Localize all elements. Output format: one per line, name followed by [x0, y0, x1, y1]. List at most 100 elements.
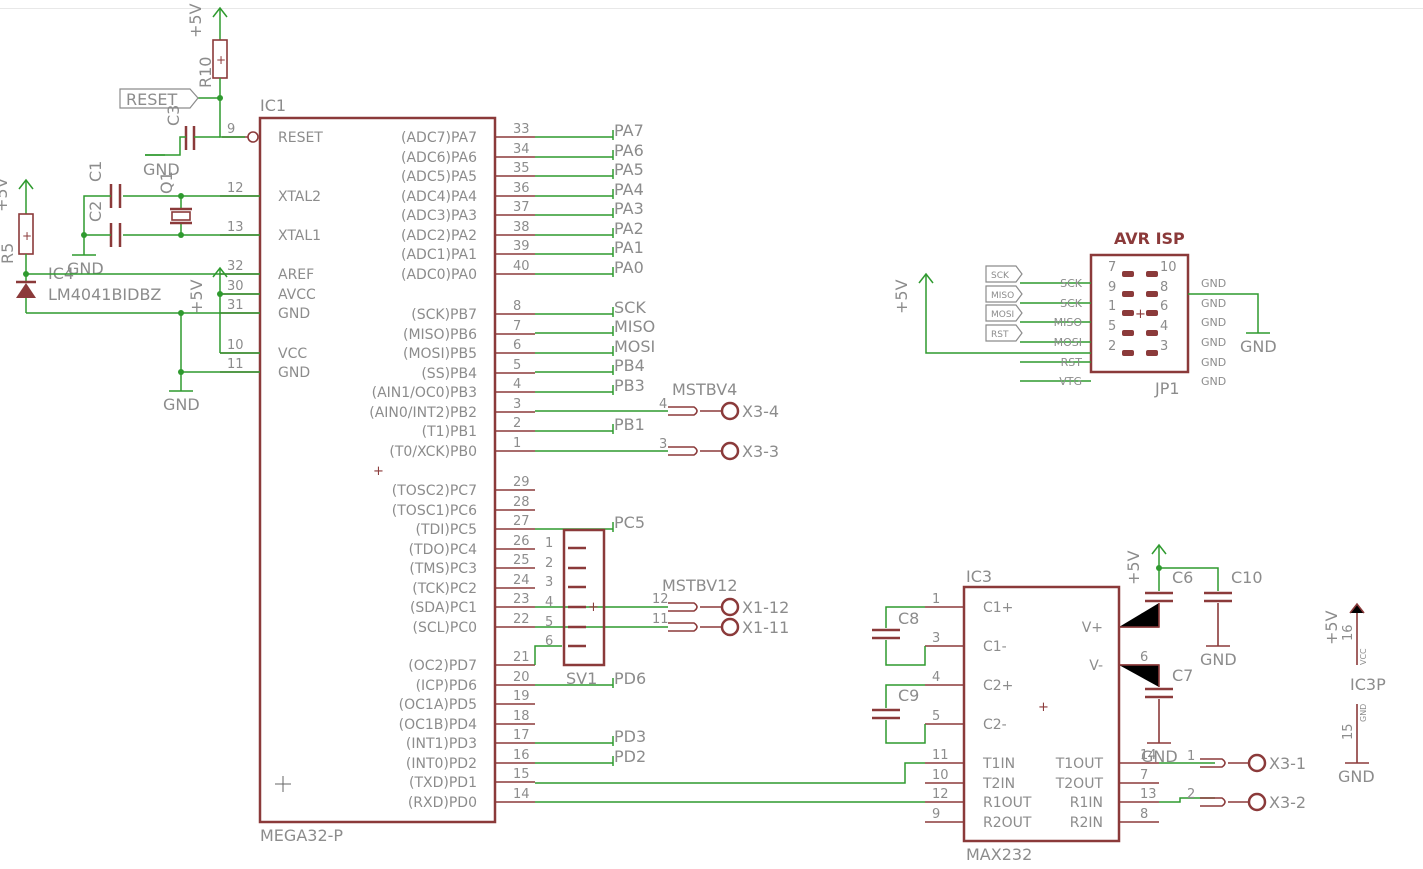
- label-x3-3: X3-3: [742, 442, 779, 461]
- c10-gnd-label: GND: [1200, 650, 1237, 669]
- ic1-symbol[interactable]: IC1 MEGA32-P + 9RESET12XTAL213XTAL132ARE…: [220, 96, 535, 845]
- ic3-body: [962, 585, 1121, 843]
- net-pa2: PA2: [614, 219, 644, 238]
- isp-pad-right: [1146, 330, 1158, 336]
- reset-net-label: RESET: [126, 90, 177, 109]
- ic1-pin-number: 11: [227, 357, 244, 372]
- isp-pad-left: [1122, 271, 1134, 277]
- mstbv12-terminal[interactable]: MSTBV12 12 X1-12 11 X1-11: [652, 576, 789, 637]
- ic1-pin-number: 15: [513, 767, 530, 782]
- x3-rs232-terminal[interactable]: 1 X3-1 2 X3-2: [1159, 749, 1306, 812]
- ic1-pin-number: 17: [513, 728, 530, 743]
- ic1-pin-number: 5: [513, 358, 521, 373]
- isp-pin-right-number: 3: [1160, 339, 1168, 354]
- terminal-x3-3[interactable]: [720, 441, 740, 461]
- mstbv4-pin-3-contact: [668, 446, 698, 456]
- ic1-pin-function: VCC: [278, 346, 307, 362]
- net-pa4: PA4: [614, 180, 644, 199]
- ic3-pin-number: 8: [1140, 807, 1148, 822]
- ic1-pin-number: 34: [513, 142, 530, 157]
- sv1-pin-number: 1: [545, 536, 553, 551]
- jp1-body: [1089, 253, 1190, 374]
- reference-circuit[interactable]: +5V + R5 IC4 LM4041BIDBZ GND +5V: [0, 177, 260, 414]
- ic1-pin-number: 29: [513, 475, 530, 490]
- ic1-pin-function: (T1)PB1: [422, 424, 477, 440]
- isp-net-tag-label: SCK: [991, 271, 1010, 281]
- reset-net-label-box: [119, 88, 199, 109]
- crystal-circuit[interactable]: Q1 C1 C2 GND: [67, 161, 260, 278]
- terminal-x3-4[interactable]: [720, 401, 740, 421]
- net-pa1: PA1: [614, 238, 644, 257]
- isp-pin-left-number: 1: [1108, 299, 1116, 314]
- ic1-pin-function: (AIN0/INT2)PB2: [369, 405, 477, 421]
- ic1-pin-number: 33: [513, 122, 530, 137]
- ic3-pin-function: R2OUT: [983, 815, 1032, 831]
- label-x1-11: X1-11: [742, 618, 789, 637]
- mstbv4-pin-3-number: 3: [659, 437, 667, 452]
- net-pd2: PD2: [614, 747, 646, 766]
- isp-pad-left: [1122, 330, 1134, 336]
- ic3p-pin-15: 15: [1341, 723, 1356, 740]
- ic1-pin-number: 10: [227, 338, 244, 353]
- ic1-pin-function: (ICP)PD6: [416, 678, 477, 694]
- ic1-pin-number: 23: [513, 592, 530, 607]
- ic1-pin-number: 38: [513, 220, 530, 235]
- label-x3-2: X3-2: [1269, 793, 1306, 812]
- ic1-pin-number: 4: [513, 377, 521, 392]
- ic1-pin-function: (OC2)PD7: [408, 658, 477, 674]
- ic1-pin-number: 27: [513, 514, 530, 529]
- sv1-body: [562, 528, 606, 667]
- r10-origin: +: [216, 53, 226, 67]
- ic1-pin-function: (SCK)PB7: [411, 307, 477, 323]
- ic1-pin-function: (ADC1)PA1: [401, 247, 477, 263]
- net-pb1: PB1: [614, 415, 645, 434]
- sv1-pin-number: 6: [545, 634, 553, 649]
- ic3p-power-symbol[interactable]: +5V 16 VCC IC3P GND 15 GND: [1322, 602, 1386, 786]
- reset-circuit[interactable]: +5V + R10 RESET C3 GND: [119, 3, 245, 179]
- isp-pad-right: [1146, 271, 1158, 277]
- terminal-x3-2[interactable]: [1247, 792, 1267, 812]
- ic3-symbol[interactable]: IC3 MAX232 + 1C1+3C1-4C2+5C2-11T1IN10T2I…: [925, 567, 1159, 864]
- ic1-pin-number: 6: [513, 338, 521, 353]
- mstbv4-pin-4-contact: [668, 406, 698, 416]
- isp-pin-right-number: 6: [1160, 299, 1168, 314]
- x3-pin-1-number: 1: [1187, 749, 1195, 764]
- ic1-pin-function: (SDA)PC1: [410, 600, 477, 616]
- charge-pump-caps[interactable]: C8 C9: [872, 606, 926, 744]
- ic1-pin-function: (MISO)PB6: [403, 327, 477, 343]
- ic1-pin-number: 25: [513, 553, 530, 568]
- ic3-value: MAX232: [966, 845, 1032, 864]
- supply-caps[interactable]: +5V C6 C10 GND C7 GND: [1119, 543, 1263, 766]
- ic1-pin-number: 37: [513, 200, 530, 215]
- terminal-x3-1[interactable]: [1247, 753, 1267, 773]
- sv1-pin-number: 4: [545, 595, 553, 610]
- jp1-name: JP1: [1154, 379, 1180, 398]
- ic1-pin-number: 7: [513, 319, 521, 334]
- isp-left-signal: MISO: [1054, 316, 1083, 329]
- ic1-pin-number: 22: [513, 612, 530, 627]
- ic1-pin-number: 14: [513, 787, 530, 802]
- ic3-pin-number: 12: [932, 787, 949, 802]
- net-mosi: MOSI: [614, 337, 655, 356]
- q1-crystal-body[interactable]: [171, 211, 191, 221]
- ic1-pin-function: (ADC5)PA5: [401, 169, 477, 185]
- isp-pad-right: [1146, 350, 1158, 356]
- q1-name: Q1: [157, 171, 176, 194]
- ic3p-vcc-label: +5V: [1322, 610, 1341, 645]
- ic1-vcc-label: +5V: [187, 279, 206, 314]
- isp-right-signal: GND: [1201, 356, 1226, 369]
- ic1-pin-number: 1: [513, 436, 521, 451]
- terminal-x1-12[interactable]: [720, 597, 740, 617]
- terminal-x1-11[interactable]: [720, 617, 740, 637]
- ic1-pin-function: (RXD)PD0: [408, 795, 477, 811]
- net-pb4: PB4: [614, 356, 645, 375]
- ic1-pin-function: (T0/XCK)PB0: [389, 444, 477, 460]
- cursor-crosshair: [275, 776, 291, 792]
- mstbv4-terminal[interactable]: MSTBV4 4 X3-4 3 X3-3: [659, 380, 779, 461]
- isp-left-signal: RST: [1061, 356, 1083, 369]
- isp-pin-right-number: 8: [1160, 280, 1168, 295]
- isp-pad-left: [1122, 350, 1134, 356]
